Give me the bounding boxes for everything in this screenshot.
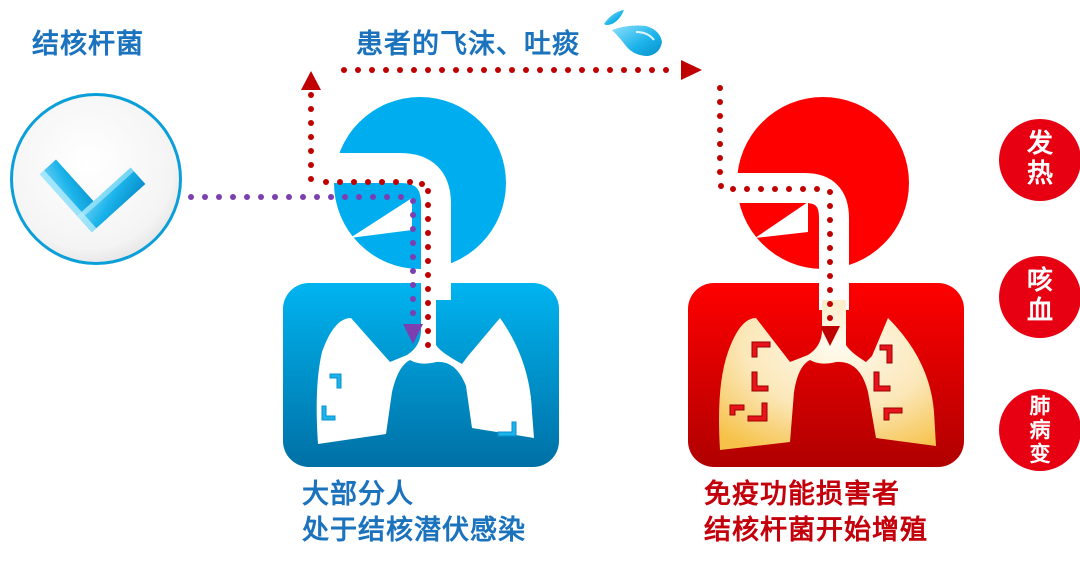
lungs-active <box>719 300 936 450</box>
bacterium-title: 结核杆菌 <box>32 29 144 60</box>
active-caption-line2: 结核杆菌开始增殖 <box>704 515 928 546</box>
l-shaped-bacterium-icon <box>39 159 146 233</box>
arrow-right-icon <box>681 60 702 80</box>
arrow-up-icon <box>301 71 321 90</box>
water-droplet-icon <box>604 10 662 56</box>
symptom-char: 发 <box>1026 129 1053 160</box>
active-disease-caption: 免疫功能损害者 结核杆菌开始增殖 <box>704 477 928 549</box>
lungs-latent <box>316 290 534 444</box>
arrow-down-icon <box>820 326 840 346</box>
bacteria-markers-latent <box>321 373 517 437</box>
transmission-route-title: 患者的飞沫、吐痰 <box>356 29 580 60</box>
symptom-hemoptysis-badge: 咳 血 <box>999 256 1080 338</box>
latent-infection-caption: 大部分人 处于结核潜伏感染 <box>302 477 526 549</box>
symptom-fever-badge: 发 热 <box>999 119 1080 201</box>
symptom-char: 变 <box>1029 442 1051 467</box>
bacterium-badge <box>10 93 182 265</box>
red-transmission-path <box>301 60 840 348</box>
arrow-down-icon <box>403 324 423 344</box>
symptom-char: 咳 <box>1026 266 1053 297</box>
latent-caption-line1: 大部分人 <box>302 479 414 510</box>
active-caption-line1: 免疫功能损害者 <box>704 479 900 510</box>
purple-infection-path <box>188 194 423 344</box>
symptom-char: 热 <box>1026 159 1053 189</box>
symptom-char: 血 <box>1026 296 1053 326</box>
symptom-char: 肺 <box>1029 393 1051 418</box>
symptom-char: 病 <box>1029 417 1051 442</box>
person-active <box>688 97 964 467</box>
bacteria-markers-active <box>729 341 903 422</box>
symptom-lung-lesion-badge: 肺 病 变 <box>999 389 1080 471</box>
latent-caption-line2: 处于结核潜伏感染 <box>302 515 526 546</box>
person-latent <box>283 97 559 467</box>
